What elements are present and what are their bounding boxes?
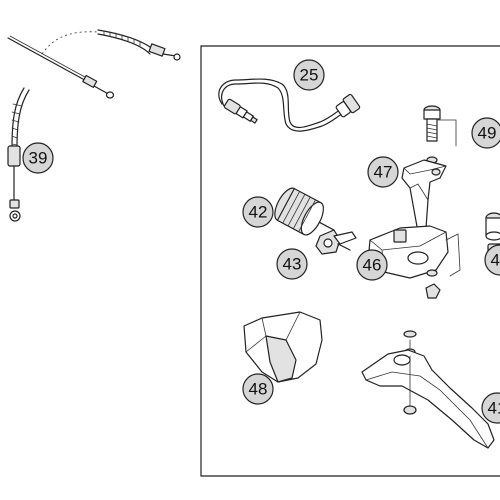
svg-text:45: 45: [491, 251, 500, 270]
part-41-lever: [361, 330, 495, 449]
callout-45: 45: [484, 244, 500, 276]
callout-43: 43: [276, 248, 308, 280]
callout-49: 49: [471, 117, 500, 149]
assembly-frame: [200, 45, 500, 477]
part-46-clamp: [367, 225, 461, 299]
svg-text:25: 25: [300, 66, 319, 85]
svg-text:47: 47: [374, 163, 393, 182]
part-43-nut: [315, 229, 357, 255]
part-39-cable: [7, 29, 181, 222]
callout-47: 47: [367, 156, 399, 188]
part-42-adjuster: [274, 187, 335, 236]
part-25-sensor: [218, 78, 361, 132]
svg-text:41: 41: [488, 399, 500, 418]
svg-text:46: 46: [363, 256, 382, 275]
svg-text:43: 43: [283, 255, 302, 274]
svg-text:39: 39: [29, 149, 48, 168]
part-49-bolt: [423, 105, 457, 164]
svg-text:42: 42: [249, 203, 268, 222]
callout-25: 25: [293, 59, 325, 91]
callout-42: 42: [242, 196, 274, 228]
callout-41: 41: [481, 392, 500, 424]
callout-39: 39: [22, 142, 54, 174]
callout-48: 48: [242, 373, 274, 405]
part-48-guard: [243, 311, 323, 383]
svg-text:48: 48: [249, 380, 268, 399]
callout-46: 46: [356, 249, 388, 281]
part-47-bracket: [401, 159, 447, 233]
svg-text:49: 49: [478, 124, 497, 143]
